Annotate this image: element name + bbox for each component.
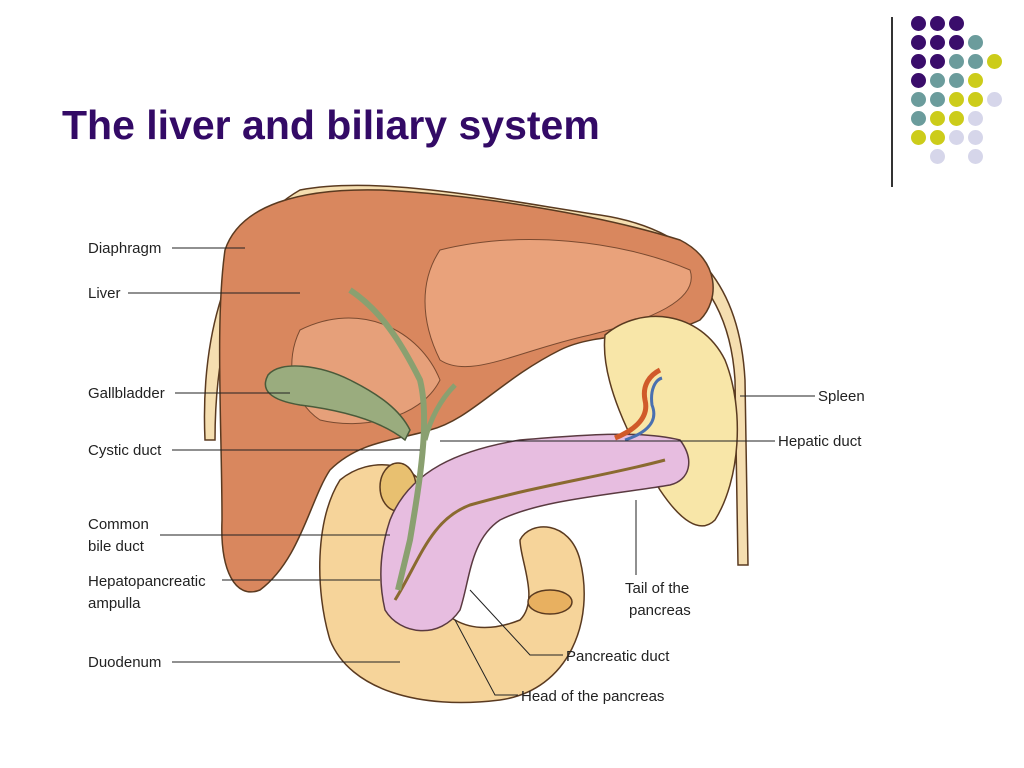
spleen-shape (603, 315, 739, 527)
decorative-dot (968, 130, 983, 145)
gallbladder-shape (264, 365, 411, 442)
decorative-dot (968, 149, 983, 164)
slide-title: The liver and biliary system (62, 102, 600, 148)
label-hepatic-duct: Hepatic duct (778, 433, 862, 450)
decorative-dot (930, 16, 945, 31)
label-common-bile-duct-line1: Common (88, 516, 149, 533)
hepatic-duct-branch (422, 383, 457, 441)
decorative-dot (949, 35, 964, 50)
decorative-dot (911, 54, 926, 69)
decorative-dot (930, 130, 945, 145)
label-gallbladder: Gallbladder (88, 385, 165, 402)
divider-line (891, 17, 893, 187)
label-ampulla-line1: Hepatopancreatic (88, 573, 206, 590)
label-liver: Liver (88, 285, 121, 302)
decorative-dot (911, 73, 926, 88)
decorative-dot (949, 130, 964, 145)
decorative-dot (930, 92, 945, 107)
decorative-dot (930, 73, 945, 88)
jejunum-opening (527, 589, 573, 615)
label-ampulla-line2: ampulla (88, 595, 141, 612)
decorative-dot (987, 92, 1002, 107)
label-spleen: Spleen (818, 388, 865, 405)
decorative-dot (968, 35, 983, 50)
decorative-dot (930, 54, 945, 69)
decorative-dot (949, 111, 964, 126)
decorative-dot (968, 92, 983, 107)
decorative-dot (949, 92, 964, 107)
decorative-dot (930, 35, 945, 50)
decorative-dot (911, 92, 926, 107)
label-cystic-duct: Cystic duct (88, 442, 162, 459)
decorative-dot (949, 16, 964, 31)
label-common-bile-duct-line2: bile duct (88, 538, 145, 555)
leader-lines (128, 247, 815, 696)
pancreatic-duct-shape (393, 458, 666, 601)
decorative-dot (968, 73, 983, 88)
decorative-dot (911, 111, 926, 126)
decorative-dot (911, 130, 926, 145)
decorative-dot (968, 111, 983, 126)
pancreas-shape (380, 433, 690, 632)
label-pancreatic-duct: Pancreatic duct (566, 648, 670, 665)
decorative-dot (949, 54, 964, 69)
decorative-dot (987, 54, 1002, 69)
splenic-vein (624, 376, 663, 442)
decorative-dot (930, 149, 945, 164)
decorative-dot (930, 111, 945, 126)
decorative-dot (911, 16, 926, 31)
label-head-pancreas: Head of the pancreas (521, 688, 664, 705)
bile-duct-shape (348, 287, 428, 591)
decorative-dot (949, 73, 964, 88)
label-diaphragm: Diaphragm (88, 240, 161, 257)
decorative-dot (968, 54, 983, 69)
label-duodenum: Duodenum (88, 654, 161, 671)
label-tail-pancreas-line1: Tail of the (625, 580, 689, 597)
decorative-dot (911, 35, 926, 50)
label-tail-pancreas-line2: pancreas (629, 602, 691, 619)
splenic-artery (614, 367, 662, 441)
